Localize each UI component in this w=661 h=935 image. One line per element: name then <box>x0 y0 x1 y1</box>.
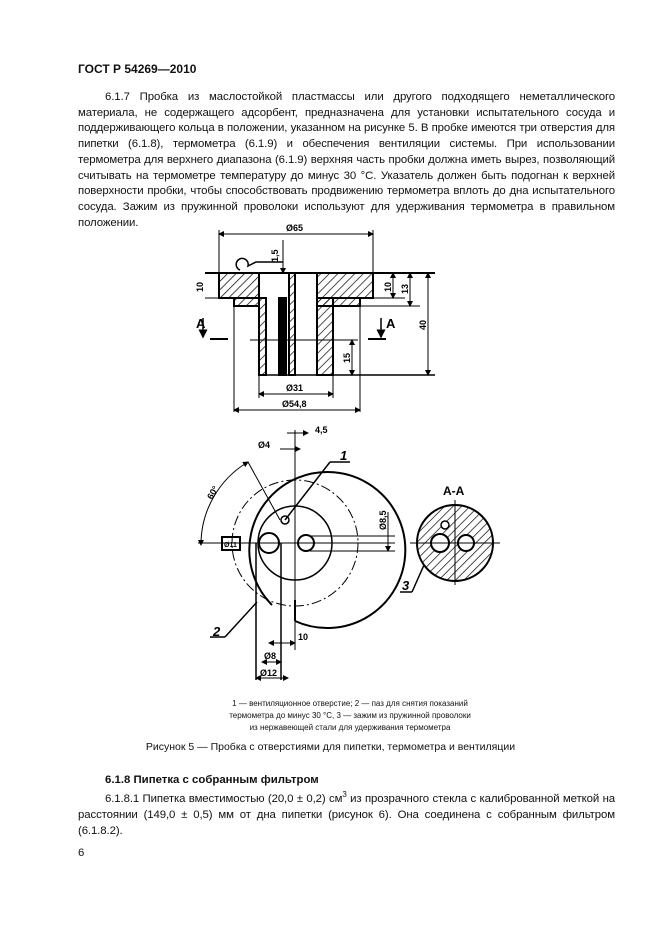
section-view <box>198 230 435 413</box>
dim-outer-diameter: Ø54,8 <box>282 399 307 409</box>
dim-pipette-diameter: Ø8 <box>264 651 276 661</box>
dim-offset: 4,5 <box>315 425 328 435</box>
figure-legend: 1 — вентиляционное отверстие; 2 — паз дл… <box>150 698 550 734</box>
dim-hole-diameter: Ø8,5 <box>378 510 388 530</box>
dim-inner-diameter: Ø31 <box>286 383 303 393</box>
paragraph-6-1-7: 6.1.7 Пробка из маслостойкой пластмассы … <box>78 91 615 229</box>
plan-view <box>197 430 500 681</box>
dim-top-diameter: Ø65 <box>286 223 303 233</box>
callout-2: 2 <box>212 624 221 639</box>
text: из прозрачного стекла с калиброванной ме… <box>78 793 616 837</box>
legend-line: 1 — вентиляционное отверстие; 2 — паз дл… <box>232 699 468 708</box>
section-title-aa: A-A <box>443 484 465 498</box>
legend-line: из нержавеющей стали для удерживания тер… <box>249 723 451 732</box>
section-heading-6-1-8: 6.1.8 Пипетка с собранным фильтром <box>105 774 319 786</box>
document-header: ГОСТ Р 54269—2010 <box>78 62 197 76</box>
dim-flange-left: 10 <box>195 282 205 292</box>
dim-clip: Ø11 <box>224 542 237 549</box>
dim-depth: 13 <box>400 284 410 294</box>
page-number: 6 <box>78 847 85 859</box>
dim-height: 40 <box>418 320 428 330</box>
section-mark-right: A <box>386 316 396 331</box>
superscript: 3 <box>342 790 347 800</box>
text: 6.1.8.1 Пипетка вместимостью (20,0 ± 0,2… <box>105 793 343 805</box>
dim-vent-diameter: Ø4 <box>258 440 270 450</box>
dim-flange-right: 10 <box>383 282 393 292</box>
dim-gap: 1,5 <box>270 249 280 262</box>
paragraph-6-1-8-1: 6.1.8.1 Пипетка вместимостью (20,0 ± 0,2… <box>78 791 615 839</box>
dim-lower: 15 <box>342 353 352 363</box>
section-mark-left: A <box>196 316 206 331</box>
legend-line: термометра до минус 30 °С, 3 — зажим из … <box>229 711 471 720</box>
dim-angle: 60° <box>205 484 221 501</box>
dim-slot-width: 10 <box>298 632 308 642</box>
callout-1: 1 <box>340 448 347 463</box>
figure-caption: Рисунок 5 — Пробка с отверстиями для пип… <box>145 741 516 753</box>
dim-outer-slot: Ø12 <box>260 668 277 678</box>
callout-3: 3 <box>402 578 410 593</box>
